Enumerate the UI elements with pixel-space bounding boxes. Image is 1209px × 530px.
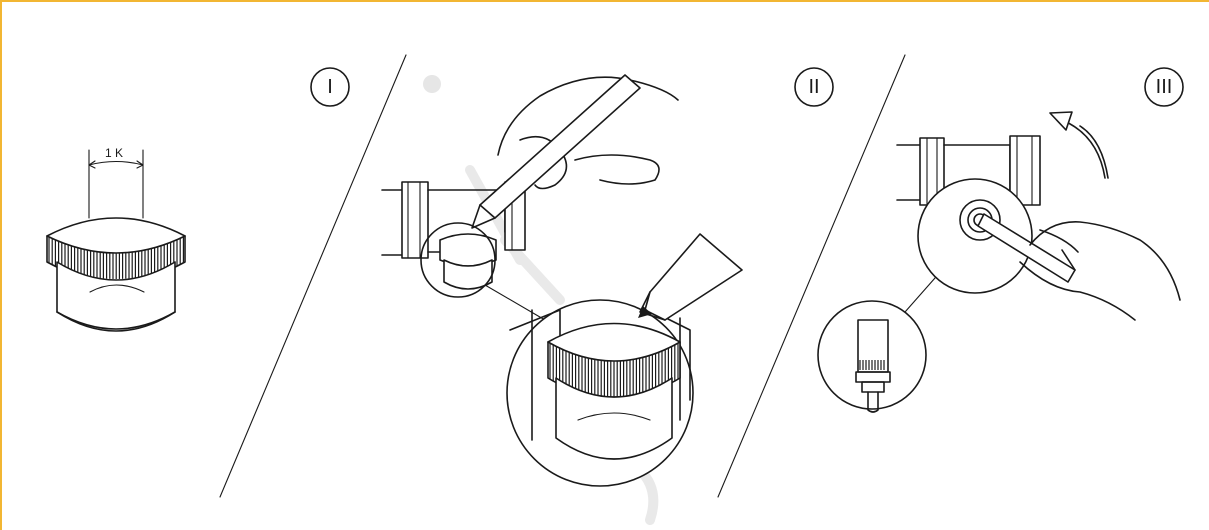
dimension-label: 1 K xyxy=(105,146,123,160)
valve-adjusting-illustration xyxy=(817,111,1181,413)
step-badge-2: II xyxy=(794,67,834,107)
panel-divider-1 xyxy=(219,54,407,498)
step-badge-1: I xyxy=(310,67,350,107)
presetting-ring-illustration: 1 K xyxy=(46,146,186,332)
step-badge-3: III xyxy=(1144,67,1184,107)
step-label-2: II xyxy=(808,76,819,98)
step-label-1: I xyxy=(327,76,333,98)
panel-divider-2 xyxy=(717,54,906,498)
step-label-3: III xyxy=(1156,76,1173,98)
valve-marking-illustration xyxy=(381,74,743,487)
